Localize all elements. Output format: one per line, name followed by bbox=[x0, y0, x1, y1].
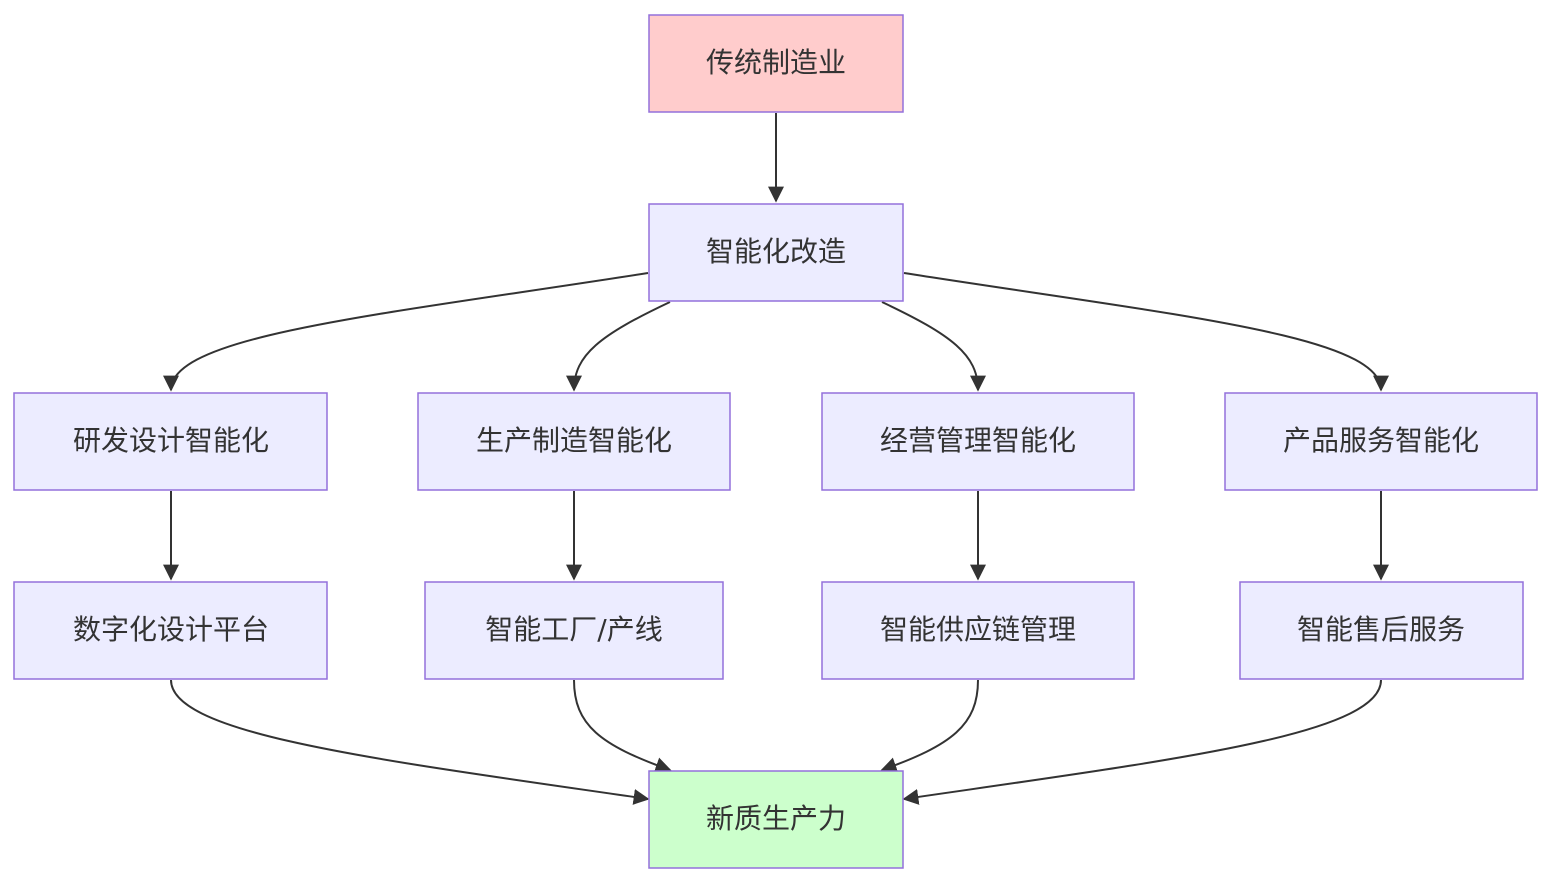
node-label: 新质生产力 bbox=[706, 802, 846, 835]
node-traditional-manufacturing[interactable]: 传统制造业 bbox=[648, 14, 904, 113]
node-smart-after-sales[interactable]: 智能售后服务 bbox=[1239, 581, 1524, 680]
node-smart-factory[interactable]: 智能工厂/产线 bbox=[424, 581, 724, 680]
node-label: 智能供应链管理 bbox=[880, 613, 1076, 646]
node-label: 经营管理智能化 bbox=[880, 424, 1076, 457]
edge-smart-factory-to-new-productivity bbox=[573, 679, 672, 773]
edge-transform-to-service bbox=[903, 272, 1389, 392]
node-rd-design[interactable]: 研发设计智能化 bbox=[13, 392, 328, 491]
edge-supply-chain-to-new-productivity bbox=[880, 679, 979, 773]
node-production-manufacturing[interactable]: 生产制造智能化 bbox=[417, 392, 731, 491]
node-digital-design-platform[interactable]: 数字化设计平台 bbox=[13, 581, 328, 680]
edge-transform-to-production bbox=[566, 301, 671, 392]
edge-transform-to-management bbox=[881, 301, 986, 392]
node-label: 传统制造业 bbox=[706, 46, 846, 79]
node-smart-supply-chain[interactable]: 智能供应链管理 bbox=[821, 581, 1135, 680]
node-label: 智能售后服务 bbox=[1297, 613, 1465, 646]
node-label: 数字化设计平台 bbox=[73, 613, 269, 646]
edge-design-platform-to-new-productivity bbox=[170, 679, 650, 805]
edge-after-sales-to-new-productivity bbox=[902, 679, 1382, 805]
node-label: 智能工厂/产线 bbox=[485, 613, 662, 646]
node-label: 生产制造智能化 bbox=[476, 424, 672, 457]
node-business-management[interactable]: 经营管理智能化 bbox=[821, 392, 1135, 491]
node-intelligent-transformation[interactable]: 智能化改造 bbox=[648, 203, 904, 302]
edges bbox=[163, 113, 1389, 805]
node-label: 智能化改造 bbox=[706, 235, 846, 268]
node-label: 研发设计智能化 bbox=[73, 424, 269, 457]
node-product-service[interactable]: 产品服务智能化 bbox=[1224, 392, 1538, 491]
edge-transform-to-rd bbox=[163, 272, 649, 392]
node-new-quality-productivity[interactable]: 新质生产力 bbox=[648, 770, 904, 869]
node-label: 产品服务智能化 bbox=[1283, 424, 1479, 457]
